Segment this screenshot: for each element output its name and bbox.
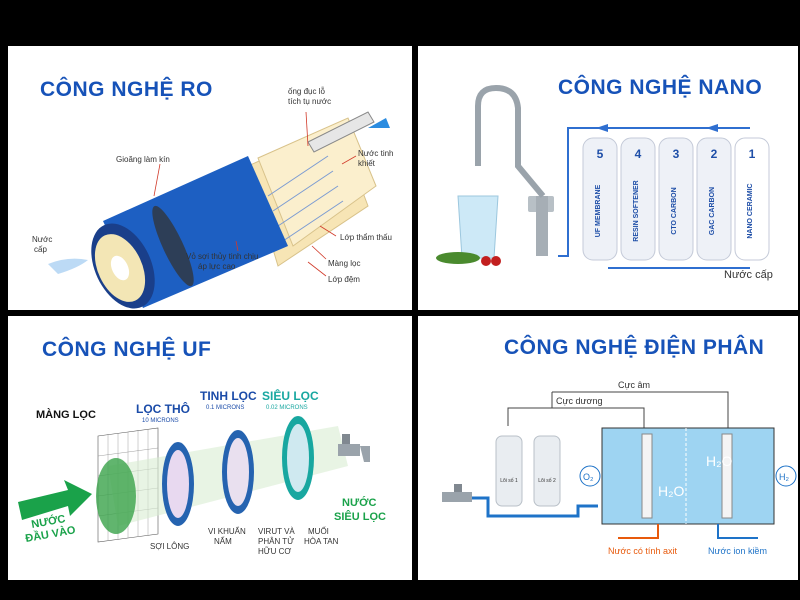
svg-text:H₂O: H₂O <box>658 483 685 499</box>
svg-text:H₂: H₂ <box>779 472 789 482</box>
svg-text:UF MEMBRANE: UF MEMBRANE <box>595 184 602 237</box>
faucet <box>475 84 554 256</box>
filter-tube <box>96 416 348 534</box>
o2-bubble <box>579 465 601 487</box>
label-virut: VIRUT VÀ <box>258 527 295 536</box>
svg-text:1: 1 <box>749 147 756 161</box>
label-nuoc-cap: Nước cấp <box>724 269 773 281</box>
label-muoi-2: HÒA TAN <box>304 537 339 546</box>
tap <box>338 434 370 462</box>
label-loc-tho-sub: 10 MICRONS <box>142 418 179 424</box>
label-nuoc-ra-2: SIÊU LỌC <box>334 510 386 523</box>
label-ong-duc-2: tích tụ nước <box>288 97 331 106</box>
inlet-arrow <box>18 480 92 520</box>
panel-uf: CÔNG NGHỆ UF <box>8 316 412 580</box>
uf-filter-diagram: MÀNG LỌC LỌC THÔ 10 MICRONS TINH LỌC 0.1… <box>18 388 386 556</box>
leader-lines <box>153 111 357 277</box>
label-cuc-am: Cực âm <box>618 380 650 390</box>
water-pipe <box>472 496 598 518</box>
label-loc2: Lõi số 2 <box>538 478 556 484</box>
label-loc-tho: LỌC THÔ <box>136 401 190 416</box>
flow-arrow <box>596 124 608 132</box>
label-vi-khuan: VI KHUẨN <box>208 527 246 536</box>
label-sieu-loc-sub: 0.02 MICRONS <box>266 405 308 411</box>
filter-3: 3 CTO CARBON <box>658 137 694 261</box>
label-loc1: Lõi số 1 <box>500 478 518 484</box>
filter-2: 2 GAC CARBON <box>696 137 732 261</box>
electrolysis-diagram: Cực âm Cực dương Lõi số 1 Lõi số 2 H₂O H… <box>442 380 797 556</box>
label-nuoc-tinh-2: khiết <box>358 159 376 168</box>
label-tinh-loc-sub: 0.1 MICRONS <box>206 405 244 411</box>
svg-text:5: 5 <box>597 147 604 161</box>
label-vo-soi-2: áp lực cao <box>198 262 236 271</box>
panel-title: CÔNG NGHỆ UF <box>42 338 212 361</box>
label-nuoc-cap-2: cấp <box>34 245 47 254</box>
filter-cartridges: Lõi số 1 Lõi số 2 <box>495 435 561 507</box>
svg-text:RESIN SOFTENER: RESIN SOFTENER <box>633 180 640 241</box>
label-axit: Nước có tính axit <box>608 546 677 556</box>
panel-ro: CÔNG NGHỆ RO <box>8 46 412 310</box>
electrode-wires <box>507 391 729 436</box>
label-gioang: Gioăng làm kín <box>116 155 170 164</box>
svg-text:CTO CARBON: CTO CARBON <box>671 187 678 234</box>
perforated-tube <box>307 111 375 153</box>
panel-title: CÔNG NGHỆ NANO <box>558 76 763 99</box>
svg-text:NANO CERAMIC: NANO CERAMIC <box>747 183 754 238</box>
outlet-arrow <box>368 118 390 128</box>
panel-title: CÔNG NGHỆ RO <box>40 78 213 101</box>
ro-membrane-diagram: ống đục lỗ tích tụ nước Gioăng làm kín N… <box>32 87 394 309</box>
nano-filter-diagram: 5 UF MEMBRANE 4 RESIN SOFTENER 3 CTO CAR… <box>436 84 773 281</box>
label-muoi: MUỐI <box>308 526 329 536</box>
label-vo-soi: Vỏ sợi thủy tinh chịu <box>186 252 258 261</box>
label-sieu-loc: SIÊU LỌC <box>262 388 319 403</box>
label-nuoc-ra: NƯỚC <box>342 496 376 509</box>
label-soi-long: SỢI LÔNG <box>150 542 189 551</box>
label-mang-loc: MÀNG LỌC <box>36 408 96 421</box>
label-virut-2: PHÂN TỬ <box>258 537 294 546</box>
filter-group: 5 UF MEMBRANE 4 RESIN SOFTENER 3 CTO CAR… <box>582 137 770 261</box>
panel-title: CÔNG NGHỆ ĐIỆN PHÂN <box>504 336 765 359</box>
label-kiem: Nước ion kiềm <box>708 546 767 556</box>
alkaline-outlet <box>717 524 758 539</box>
label-nuoc-cap: Nước <box>32 235 52 244</box>
h2-bubble <box>775 465 797 487</box>
water-inlet <box>48 258 88 274</box>
ro-cylinder <box>91 156 288 309</box>
label-tinh-loc: TINH LỌC <box>200 389 257 403</box>
label-nuoc-vao: NƯỚC <box>30 512 66 531</box>
pipe-top <box>558 127 750 257</box>
label-vi-khuan-2: NẤM <box>214 536 232 546</box>
label-mang-loc: Màng lọc <box>328 259 360 268</box>
electrolysis-tank: H₂O H₂O <box>601 427 775 525</box>
svg-text:3: 3 <box>673 147 680 161</box>
label-nuoc-tinh: Nước tinh <box>358 149 394 158</box>
acid-outlet <box>618 524 659 539</box>
label-tham-thau: Lớp thẩm thấu <box>340 233 392 242</box>
inlet-tap <box>442 484 472 502</box>
panel-dien-phan: CÔNG NGHỆ ĐIỆN PHÂN Cực âm Cực dương Lõi… <box>418 316 798 580</box>
svg-text:2: 2 <box>711 147 718 161</box>
svg-text:GAC CARBON: GAC CARBON <box>709 187 716 235</box>
filter-4: 4 RESIN SOFTENER <box>620 137 656 261</box>
water-glass <box>436 195 501 266</box>
panel-nano: CÔNG NGHỆ NANO 5 UF MEMBRANE <box>418 46 798 310</box>
filter-5: 5 UF MEMBRANE <box>582 137 618 261</box>
label-virut-3: HỮU CƠ <box>258 547 291 556</box>
label-lop-dem: Lớp đệm <box>328 275 360 284</box>
svg-text:H₂O: H₂O <box>706 453 733 469</box>
filter-1: 1 NANO CERAMIC <box>734 137 770 261</box>
label-cuc-duong: Cực dương <box>556 396 602 406</box>
flow-arrow <box>706 124 718 132</box>
label-ong-duc: ống đục lỗ <box>288 87 325 96</box>
svg-text:4: 4 <box>635 147 642 161</box>
svg-text:O₂: O₂ <box>583 472 594 482</box>
